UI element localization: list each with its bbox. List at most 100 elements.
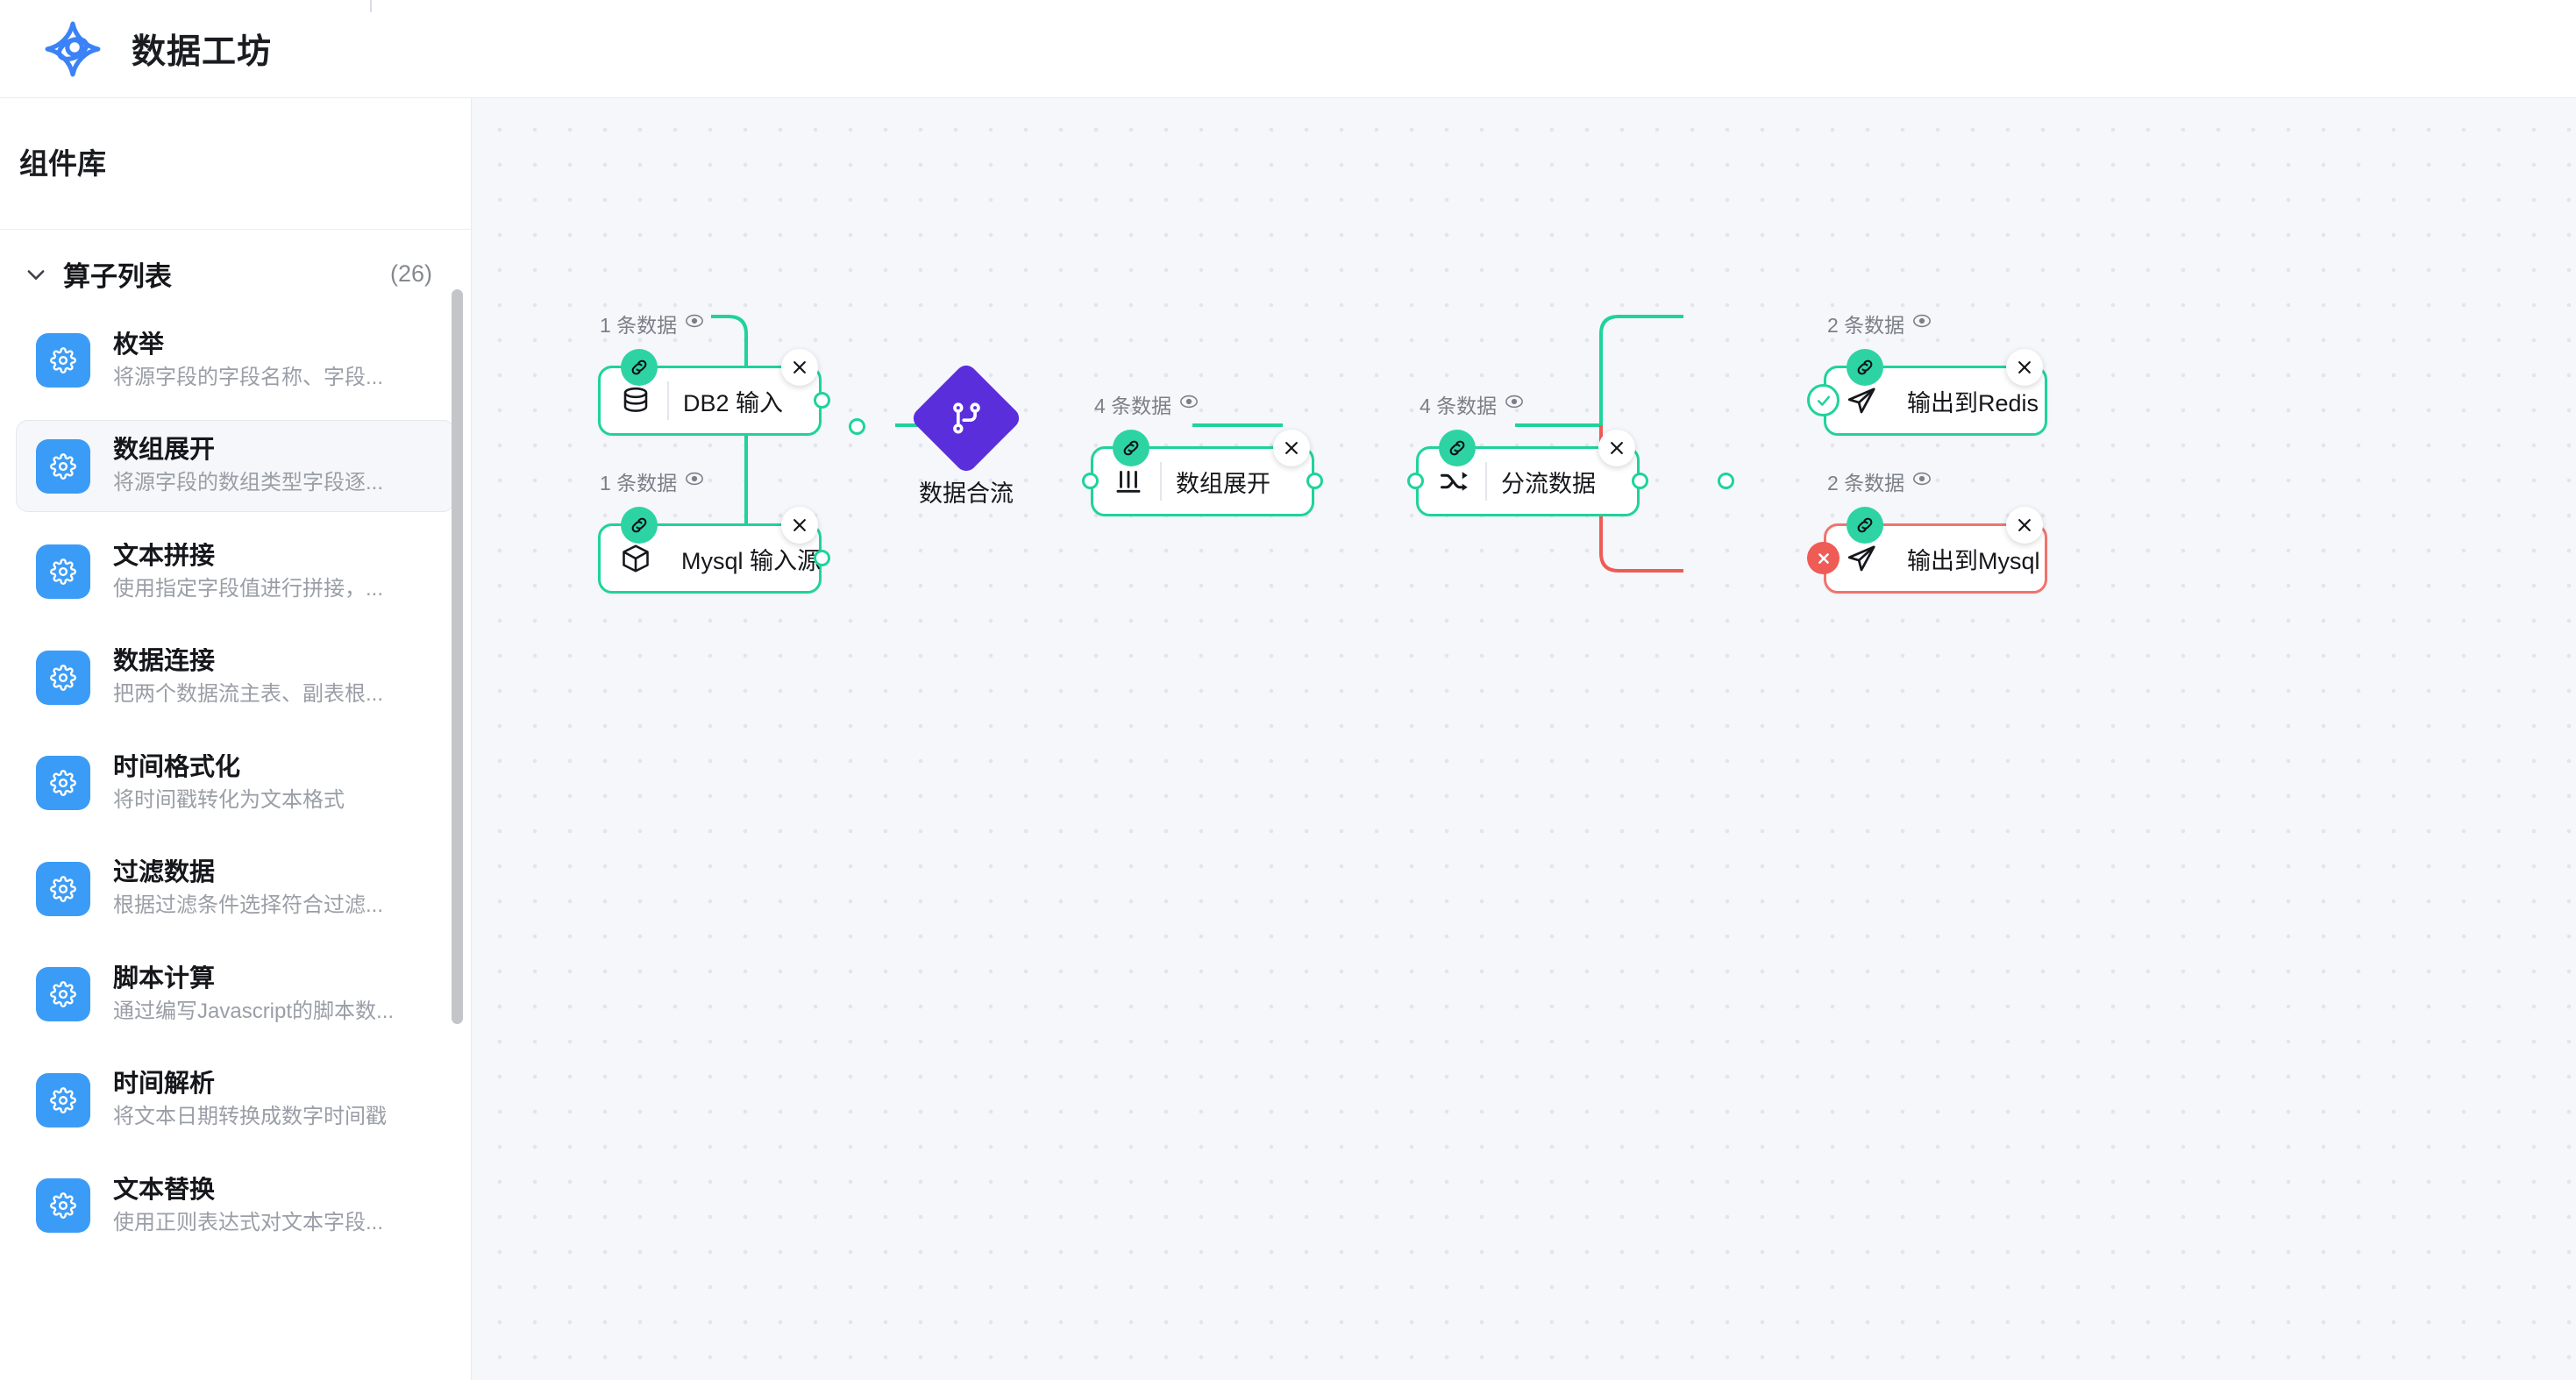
operator-desc: 将时间戳转化为文本格式 (113, 787, 345, 812)
body-row: 组件库 算子列表 (26) 枚举将源字段的字段名称、字段...数组展开将源字段的… (0, 98, 2576, 1380)
operator-text: 文本替换使用正则表达式对文本字段... (113, 1177, 383, 1234)
operator-name: 时间格式化 (113, 753, 241, 781)
operator-desc: 将源字段的字段名称、字段... (113, 365, 384, 389)
operator-name: 脚本计算 (113, 964, 216, 992)
eye-icon[interactable] (685, 469, 704, 494)
app-logo-icon (39, 15, 107, 83)
flow-node-label: 输出到Mysql (1907, 547, 2040, 574)
operator-name: 时间解析 (113, 1071, 216, 1099)
flow-node-label: Mysql 输入源 (681, 547, 822, 574)
node-count-mysql-input: 1 条数据 (600, 466, 704, 496)
operator-name: 数组展开 (113, 437, 216, 465)
operator-list: 枚举将源字段的字段名称、字段... 数组展开将源字段的数组类型字段逐... 文本拼接… (0, 315, 471, 1380)
link-icon-array-expand[interactable] (1113, 430, 1149, 466)
flow-node-label: DB2 输入 (683, 389, 784, 416)
merge-diamond-shape (908, 360, 1024, 476)
flow-node-label: 输出到Redis (1907, 389, 2039, 416)
gear-icon (36, 1178, 90, 1234)
operator-name: 文本拼接 (113, 542, 216, 570)
merge-node-label: 数据合流 (919, 480, 1014, 507)
close-icon-array-expand[interactable] (1273, 430, 1310, 466)
link-icon-output-redis[interactable] (1847, 349, 1883, 386)
gear-icon (36, 544, 90, 600)
sidebar-scrollbar-thumb[interactable] (452, 289, 463, 1024)
gear-icon (36, 1072, 90, 1127)
gear-icon (36, 650, 90, 705)
close-icon-output-redis[interactable] (2006, 349, 2043, 386)
port-in-array-expand[interactable] (1082, 473, 1099, 489)
port-out-array-expand[interactable] (1306, 473, 1323, 489)
operator-item-8[interactable]: 文本替换使用正则表达式对文本字段... (16, 1160, 455, 1251)
operator-name: 文本替换 (113, 1176, 216, 1204)
link-icon-output-mysql[interactable] (1847, 507, 1883, 544)
node-count-output-redis: 2 条数据 (1827, 309, 1932, 338)
sidebar-title: 组件库 (19, 147, 106, 180)
link-icon-split-data[interactable] (1439, 430, 1476, 466)
merge-branch-icon (947, 399, 986, 437)
node-count-db2-input: 1 条数据 (600, 309, 704, 338)
flow-node-mysql-input[interactable]: Mysql 输入源 (598, 523, 822, 594)
header-divider (370, 0, 372, 12)
eye-icon[interactable] (1179, 392, 1199, 416)
operator-item-7[interactable]: 时间解析将文本日期转换成数字时间戳 (16, 1054, 455, 1145)
operator-item-2[interactable]: 文本拼接使用指定字段值进行拼接，... (16, 526, 455, 617)
flow-node-data-merge[interactable]: 数据合流 (908, 360, 1024, 507)
app-header: 数据工坊 (0, 0, 2576, 98)
edge-layer (711, 315, 1683, 573)
operator-item-6[interactable]: 脚本计算通过编写Javascript的脚本数... (16, 949, 455, 1040)
operator-desc: 将源字段的数组类型字段逐... (113, 471, 384, 495)
link-icon-db2-input[interactable] (621, 349, 658, 386)
port-out-split-data[interactable] (1632, 473, 1648, 489)
operator-group-count: (26) (389, 260, 432, 287)
check-circle-icon-output-redis[interactable] (1807, 384, 1839, 416)
operator-item-3[interactable]: 数据连接把两个数据流主表、副表根... (16, 631, 455, 722)
error-circle-icon-output-mysql[interactable] (1807, 542, 1839, 574)
operator-item-1[interactable]: 数组展开将源字段的数组类型字段逐... (16, 420, 455, 512)
operator-text: 脚本计算通过编写Javascript的脚本数... (113, 965, 394, 1023)
operator-item-5[interactable]: 过滤数据根据过滤条件选择符合过滤... (16, 843, 455, 934)
node-divider (1160, 462, 1162, 501)
operator-group-header[interactable]: 算子列表 (26) (0, 230, 471, 315)
operator-item-0[interactable]: 枚举将源字段的字段名称、字段... (16, 315, 455, 406)
operator-text: 时间解析将文本日期转换成数字时间戳 (113, 1071, 387, 1128)
eye-icon[interactable] (1505, 392, 1524, 416)
chevron-down-icon[interactable] (23, 261, 49, 288)
edge-junction-left (849, 418, 865, 435)
close-icon-output-mysql[interactable] (2006, 507, 2043, 544)
operator-desc: 根据过滤条件选择符合过滤... (113, 893, 384, 918)
flow-node-label: 数组展开 (1176, 470, 1270, 497)
send-icon (1842, 539, 1881, 578)
close-icon-mysql-input[interactable] (781, 507, 818, 544)
operator-item-4[interactable]: 时间格式化将时间戳转化为文本格式 (16, 737, 455, 829)
port-out-db2-input[interactable] (814, 392, 830, 409)
port-in-split-data[interactable] (1407, 473, 1424, 489)
flow-canvas[interactable]: 1 条数据 DB2 输入 (472, 98, 2576, 1380)
gear-icon (36, 756, 90, 811)
gear-icon (36, 861, 90, 916)
operator-name: 枚举 (113, 331, 165, 359)
port-out-mysql-input[interactable] (814, 550, 830, 566)
flow-node-db2-input[interactable]: DB2 输入 (598, 366, 822, 436)
close-icon-db2-input[interactable] (781, 349, 818, 386)
link-icon-mysql-input[interactable] (621, 507, 658, 544)
flow-node-array-expand[interactable]: 数组展开 (1091, 446, 1314, 516)
gear-icon (36, 438, 90, 494)
operator-text: 枚举将源字段的字段名称、字段... (113, 331, 383, 389)
eye-icon[interactable] (1912, 469, 1932, 494)
close-icon-split-data[interactable] (1598, 430, 1635, 466)
bar-chart-icon (1109, 462, 1148, 501)
operator-name: 过滤数据 (113, 859, 216, 887)
node-divider (1485, 462, 1487, 501)
operator-text: 数组展开将源字段的数组类型字段逐... (113, 437, 383, 494)
operator-desc: 通过编写Javascript的脚本数... (113, 999, 395, 1023)
node-count-array-expand: 4 条数据 (1094, 389, 1199, 419)
operator-text: 文本拼接使用指定字段值进行拼接，... (113, 543, 383, 601)
eye-icon[interactable] (1912, 311, 1932, 336)
sidebar-scrollbar[interactable] (449, 98, 465, 1380)
operator-name: 数据连接 (113, 648, 216, 676)
eye-icon[interactable] (685, 311, 704, 336)
cube-icon (616, 539, 655, 578)
operator-text: 数据连接把两个数据流主表、副表根... (113, 648, 383, 706)
node-count-split-data: 4 条数据 (1420, 389, 1524, 419)
operator-desc: 使用指定字段值进行拼接，... (113, 576, 384, 601)
